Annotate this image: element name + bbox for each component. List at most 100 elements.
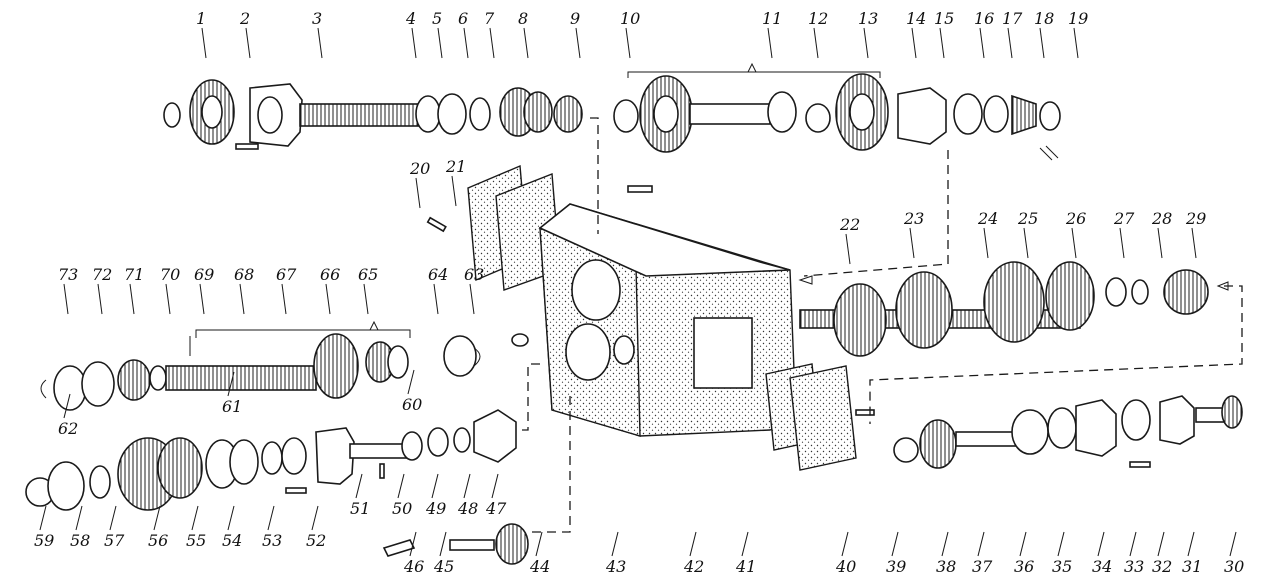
part-label-18: 18 — [1034, 9, 1054, 28]
guide-line — [590, 117, 599, 234]
leader-line — [437, 27, 443, 59]
part-gear — [919, 419, 957, 469]
part-label-53: 53 — [262, 531, 282, 550]
part-gear — [1045, 261, 1095, 331]
leader-line — [267, 505, 275, 531]
part-label-2: 2 — [239, 9, 250, 28]
part-pin — [379, 463, 385, 479]
leader-line — [199, 283, 205, 315]
part-gear-hub — [849, 93, 875, 131]
part-label-38: 38 — [936, 557, 956, 576]
leader-line — [165, 283, 171, 315]
leader-line — [575, 27, 581, 59]
leader-line — [535, 531, 543, 557]
part-gear-hub — [653, 95, 679, 133]
leader-line — [281, 283, 287, 315]
leader-line — [1187, 531, 1195, 557]
part-label-6: 6 — [458, 9, 468, 28]
part-label-60: 60 — [402, 395, 422, 414]
part-label-55: 55 — [186, 531, 206, 550]
part-ring — [427, 427, 449, 457]
housing-bore — [565, 323, 611, 381]
part-label-42: 42 — [683, 557, 704, 576]
part-label-24: 24 — [977, 209, 998, 228]
part-bearing — [401, 431, 423, 461]
part-bolt — [855, 409, 875, 416]
leader-line — [979, 27, 985, 59]
part-label-69: 69 — [194, 265, 214, 284]
part-label-25: 25 — [1017, 209, 1038, 228]
part-label-62: 62 — [58, 419, 78, 438]
part-pin-shaft — [449, 539, 495, 551]
leader-line — [317, 27, 323, 59]
part-gear — [895, 271, 953, 349]
part-label-12: 12 — [808, 9, 828, 28]
part-nut — [1039, 101, 1061, 131]
part-label-21: 21 — [445, 157, 466, 176]
leader-line — [1073, 27, 1079, 59]
part-label-46: 46 — [403, 557, 424, 576]
part-bolt — [426, 216, 447, 233]
part-label-47: 47 — [485, 499, 507, 518]
part-flange-bore — [257, 96, 283, 134]
leader-line — [983, 227, 989, 259]
leader-line — [201, 27, 207, 59]
part-gear-hub — [201, 95, 223, 129]
part-label-5: 5 — [432, 9, 442, 28]
top-main-shaft-group — [613, 62, 1061, 161]
part-label-64: 64 — [428, 265, 448, 284]
part-label-23: 23 — [903, 209, 924, 228]
leader-line — [491, 473, 499, 499]
part-label-49: 49 — [425, 499, 446, 518]
leader-line — [813, 27, 819, 59]
part-label-30: 30 — [1224, 557, 1244, 576]
part-bolt — [1129, 461, 1151, 468]
housing-bore — [571, 259, 621, 321]
leader-line — [1019, 531, 1027, 557]
part-label-59: 59 — [34, 531, 54, 550]
part-gear — [495, 523, 529, 565]
part-bolt — [285, 487, 307, 494]
part-label-56: 56 — [148, 531, 168, 550]
part-ring — [53, 365, 87, 411]
leader-line — [469, 283, 475, 315]
assembly-guide-lines — [189, 117, 1243, 533]
part-bearing — [453, 427, 471, 453]
leader-line — [841, 531, 849, 557]
part-bearing — [1011, 409, 1049, 455]
leader-line — [463, 473, 471, 499]
part-flange — [315, 427, 355, 485]
leader-line — [63, 283, 69, 315]
part-bearing — [387, 345, 409, 379]
part-label-41: 41 — [735, 557, 756, 576]
leader-line — [911, 27, 917, 59]
part-gear — [553, 95, 583, 133]
part-spline-end — [1221, 395, 1243, 429]
leader-line — [407, 369, 415, 395]
leader-line — [191, 505, 199, 531]
part-plug — [511, 333, 529, 347]
part-gear — [157, 437, 203, 499]
part-shaft — [689, 103, 771, 125]
leader-line — [411, 27, 417, 59]
leader-line — [463, 27, 469, 59]
part-gear — [1163, 269, 1209, 315]
part-label-50: 50 — [392, 499, 412, 518]
part-label-39: 39 — [886, 557, 906, 576]
part-label-4: 4 — [405, 9, 416, 28]
part-label-22: 22 — [839, 215, 860, 234]
part-label-3: 3 — [312, 9, 322, 28]
part-gear — [117, 359, 151, 401]
part-label-73: 73 — [58, 265, 78, 284]
leader-line — [523, 27, 529, 59]
leader-line — [227, 505, 235, 531]
part-label-57: 57 — [104, 531, 125, 550]
part-label-58: 58 — [70, 531, 90, 550]
part-flange — [897, 87, 947, 145]
leader-line — [689, 531, 697, 557]
part-label-61: 61 — [222, 397, 242, 416]
part-bearing — [613, 99, 639, 133]
part-label-31: 31 — [1182, 557, 1202, 576]
part-circlip — [40, 379, 47, 399]
